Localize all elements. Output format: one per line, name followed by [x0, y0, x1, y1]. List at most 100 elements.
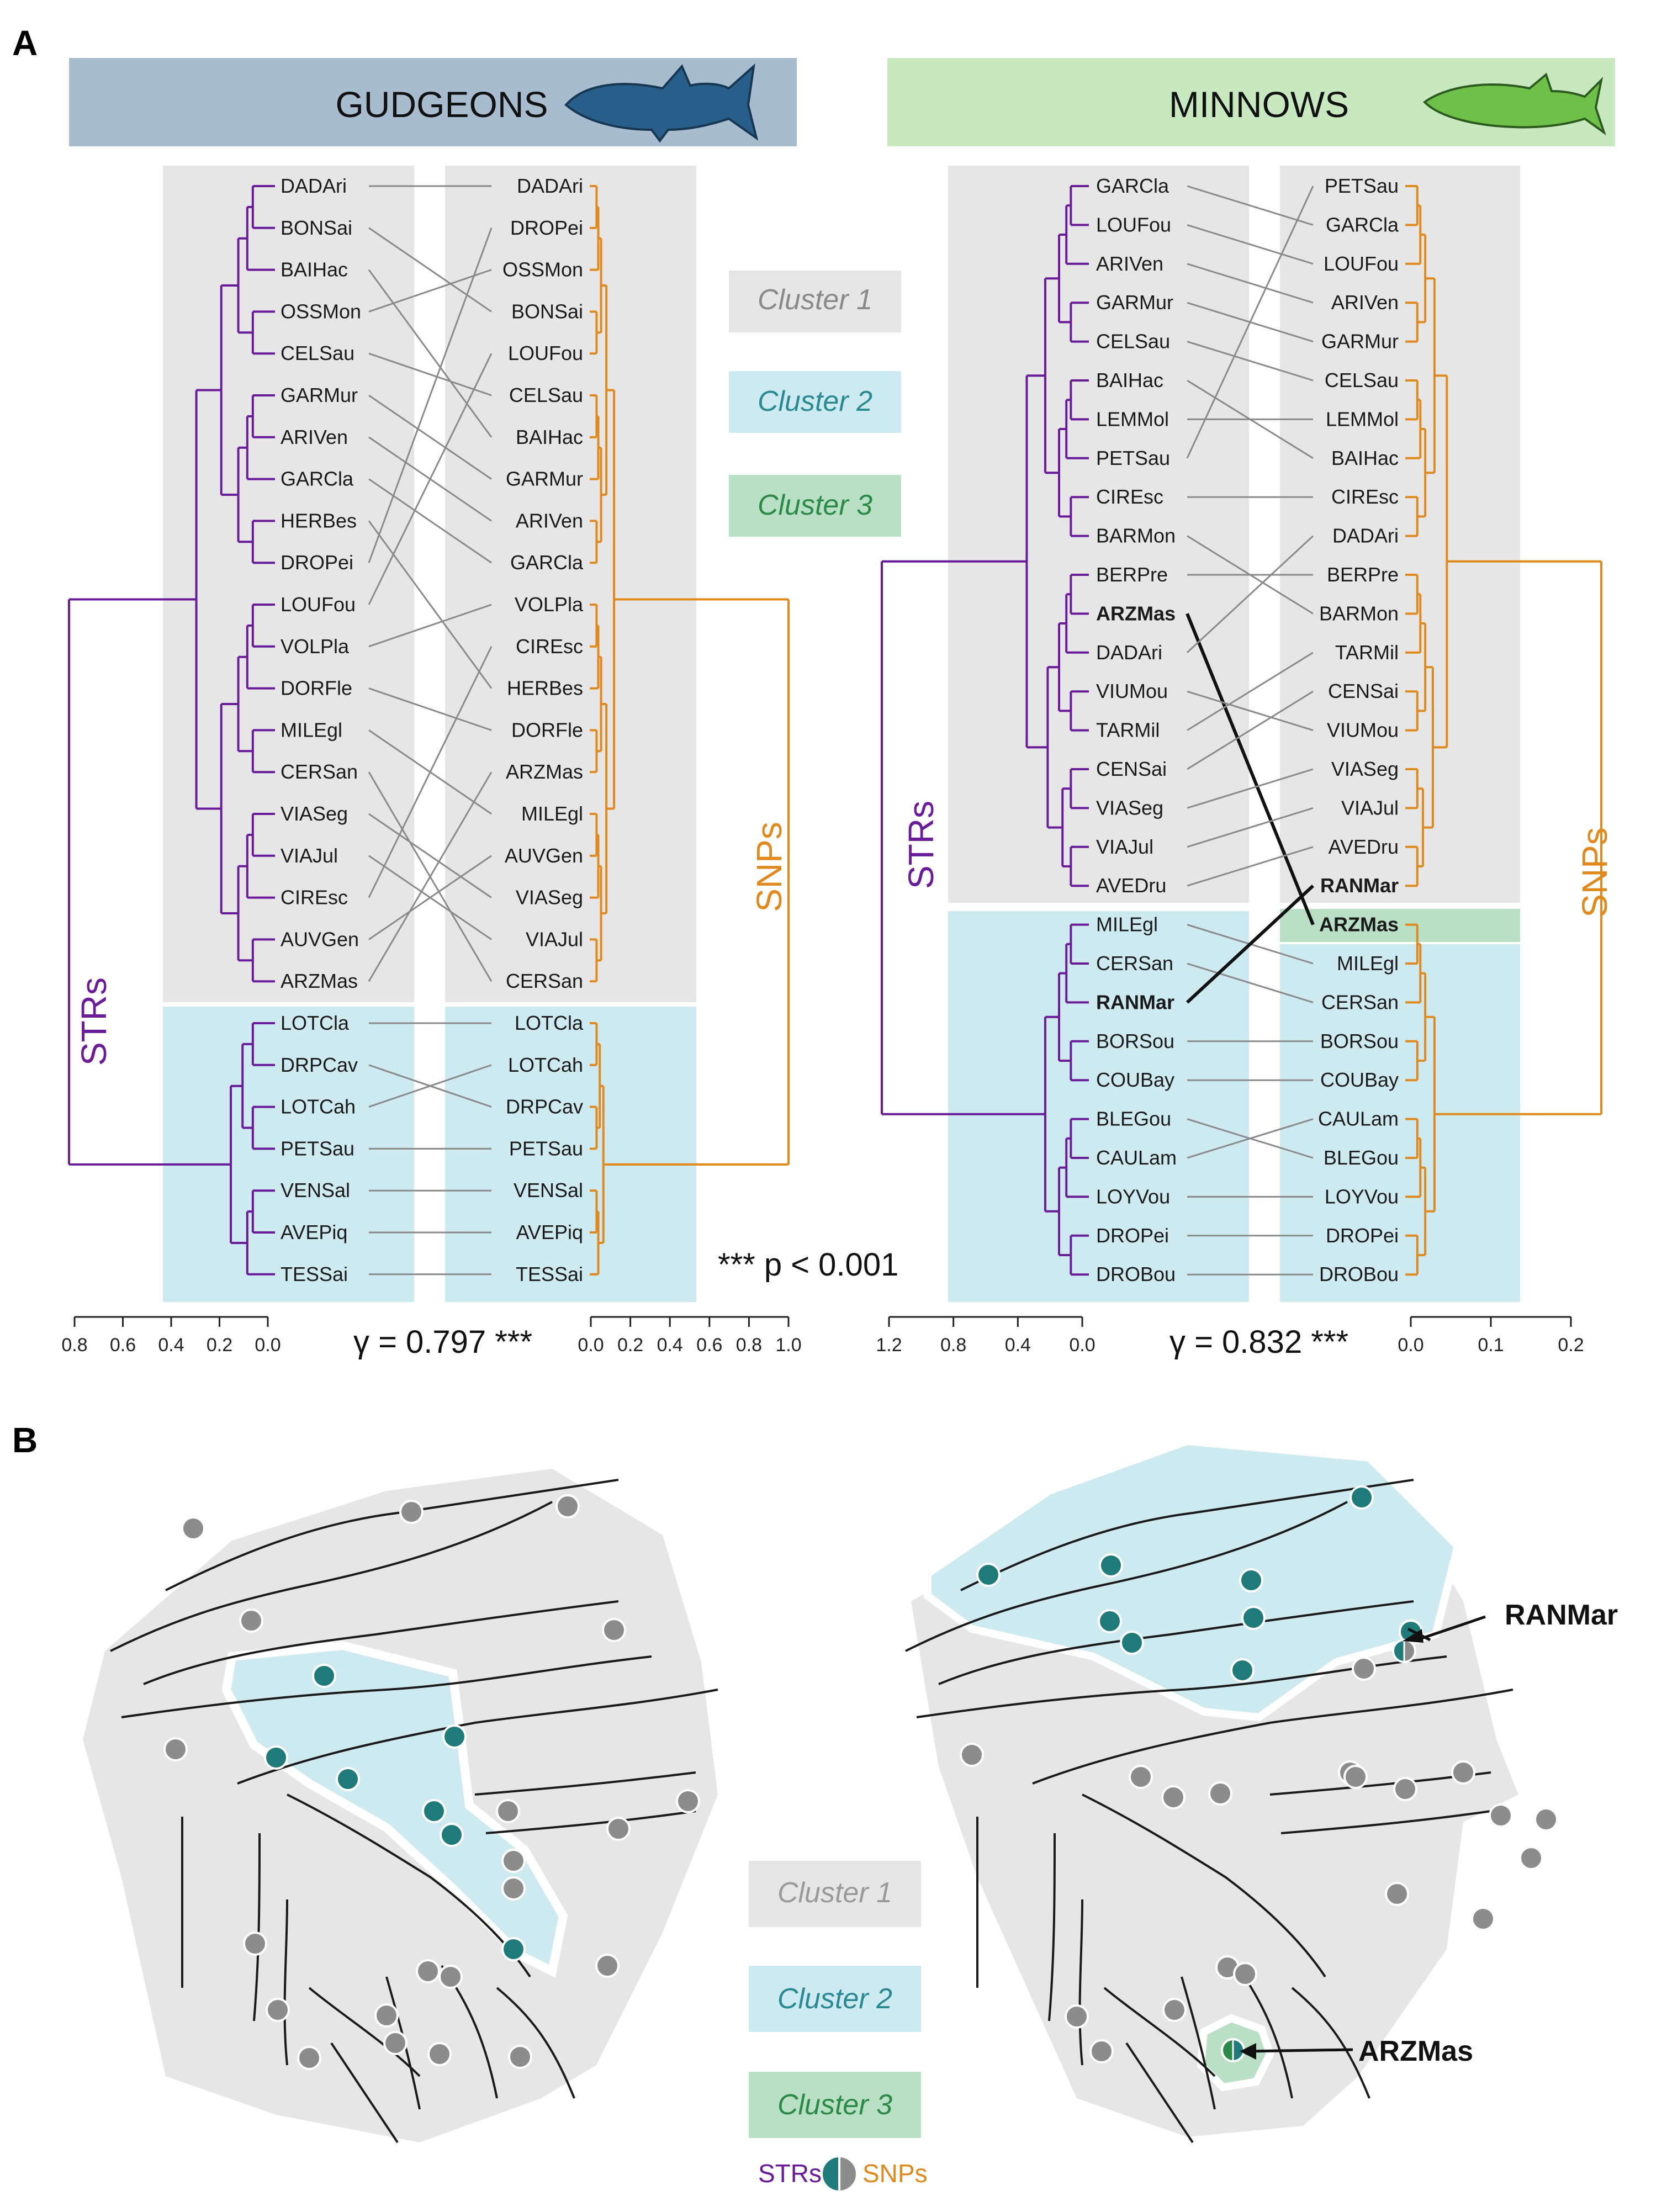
g-raxis-tick-label-0: 0.0 — [578, 1335, 604, 1356]
m-right-label-garcla: GARCla — [1326, 213, 1399, 236]
m-site-grey-6 — [1451, 1760, 1475, 1785]
g-right-label-dadari: DADAri — [517, 174, 583, 197]
map-gudgeons — [83, 1469, 718, 2144]
g-rivers-river-13 — [496, 1987, 575, 2099]
g-link-baihac — [368, 269, 493, 438]
g-map-cluster2-zone — [221, 1641, 568, 1978]
m-right-label-viaseg: VIASeg — [1331, 758, 1399, 780]
legend-cluster2-a: Cluster 2 — [758, 385, 872, 417]
g-site-grey-19 — [427, 2042, 452, 2066]
g-left-label-drpcav: DRPCav — [281, 1054, 358, 1076]
g-rivers-river-2 — [165, 1479, 619, 1591]
m-site-teal-2 — [1350, 1485, 1374, 1510]
ranmar-map-label: RANMar — [1505, 1599, 1618, 1631]
m-map-sites — [960, 1485, 1558, 2063]
m-left-label-tarmil: TARMil — [1096, 719, 1160, 742]
g-rivers-river-6 — [474, 1771, 696, 1796]
m-right-label-ranmar: RANMar — [1320, 874, 1399, 897]
m-right-label-petsau: PETSau — [1325, 174, 1399, 197]
m-link-arzmas — [1186, 613, 1315, 925]
g-link-volpla — [368, 604, 492, 648]
g-site-grey-1 — [399, 1500, 424, 1524]
g-site-grey-3 — [239, 1608, 263, 1633]
m-str-dendrogram — [881, 185, 1089, 1276]
arzmas-arrowhead — [1240, 2043, 1256, 2060]
m-left-label-arzmas: ARZMas — [1096, 602, 1176, 625]
m-right-label-arzmas: ARZMas — [1319, 913, 1399, 936]
m-link-viumou — [1187, 690, 1314, 732]
m-site-grey-17 — [1343, 1765, 1368, 1789]
marker-legend-strs: STRs — [758, 2159, 822, 2188]
m-left-label-censai: CENSai — [1096, 758, 1167, 780]
m-right-label-ciresc: CIREsc — [1331, 485, 1399, 508]
g-right-label-celsau: CELSau — [509, 384, 583, 406]
g-site-grey-9 — [501, 1849, 526, 1873]
g-link-auvgen — [368, 855, 492, 940]
g-left-label-ariven: ARIVen — [281, 426, 348, 448]
g-site-grey-16 — [297, 2046, 321, 2070]
map-minnows: RANMar ARZMas — [905, 1437, 1618, 2144]
m-left-label-garcla: GARCla — [1096, 174, 1169, 197]
g-site-grey-17 — [374, 2003, 399, 2028]
m-right-label-tarmil: TARMil — [1335, 641, 1399, 664]
m-laxis-tick-label-2: 0.4 — [1005, 1335, 1031, 1356]
m-laxis-tick-label-3: 0.0 — [1069, 1335, 1095, 1356]
m-rivers-river-14 — [1125, 2042, 1194, 2144]
g-rivers-river-1 — [143, 1600, 619, 1685]
g-left-label-vensal: VENSal — [281, 1179, 350, 1202]
g-laxis-tick-label-0: 0.8 — [61, 1335, 87, 1356]
g-right-cluster1-bg — [445, 166, 696, 1002]
g-left-label-lotcah: LOTCah — [281, 1096, 356, 1118]
g-site-grey-6 — [606, 1817, 631, 1841]
g-right-label-lotcah: LOTCah — [508, 1054, 583, 1076]
m-right-label-loyvou: LOYVou — [1325, 1185, 1399, 1208]
g-left-label-loufou: LOUFou — [281, 593, 356, 616]
legend-cluster3-b: Cluster 3 — [777, 2089, 892, 2121]
g-site-grey-10 — [595, 1954, 620, 1978]
m-rivers-river-10 — [1103, 1987, 1216, 2077]
g-right-label-ariven: ARIVen — [516, 509, 583, 532]
g-link-celsau — [368, 352, 492, 396]
g-left-label-dadari: DADAri — [281, 174, 347, 197]
g-left-label-viaseg: VIASeg — [281, 802, 348, 825]
m-link-ranmar — [1186, 884, 1315, 1004]
g-site-grey-12 — [416, 1959, 440, 1983]
m-link-caulam — [1187, 1118, 1314, 1159]
m-right-label-borsou: BORSou — [1320, 1030, 1399, 1052]
g-right-label-tessai: TESSai — [516, 1263, 583, 1285]
m-site-grey-10 — [1471, 1907, 1495, 1931]
m-right-label-drobou: DROBou — [1319, 1263, 1399, 1285]
g-site-teal-1 — [264, 1745, 288, 1770]
m-site-grey-13 — [1233, 1962, 1257, 1986]
legend-cluster3-swatch-a — [729, 475, 901, 537]
m-right-cluster2-bg — [1280, 944, 1520, 1302]
m-right-label-celsau: CELSau — [1325, 369, 1399, 391]
m-left-label-ranmar: RANMar — [1096, 991, 1174, 1013]
g-left-label-auvgen: AUVGen — [281, 928, 359, 950]
m-right-label-coubay: COUBay — [1320, 1068, 1399, 1091]
m-site-grey-18 — [1352, 1657, 1376, 1681]
g-left-label-volpla: VOLPla — [281, 635, 350, 658]
g-right-label-drpcav: DRPCav — [506, 1096, 583, 1118]
m-site-grey-9 — [1519, 1846, 1543, 1870]
g-site-grey-7 — [676, 1789, 700, 1813]
g-laxis-tick-label-4: 0.0 — [255, 1335, 281, 1356]
gudgeon-fish-icon — [564, 63, 759, 143]
g-rivers-river-7 — [485, 1810, 696, 1834]
g-right-cluster2-bg — [445, 1007, 696, 1302]
m-raxis-tick-label-0: 0.0 — [1398, 1335, 1423, 1356]
m-left-labels: GARClaLOUFouARIVenGARMurCELSauBAIHacLEMM… — [1096, 174, 1177, 1285]
arzmas-map-label: ARZMas — [1358, 2035, 1473, 2067]
m-link-viajul — [1187, 807, 1314, 848]
g-rivers-river-14 — [330, 2042, 399, 2144]
g-laxis-tick-label-3: 0.2 — [207, 1335, 232, 1356]
g-left-label-avepiq: AVEPiq — [281, 1221, 347, 1243]
m-link-cersan — [1187, 962, 1314, 1003]
g-left-label-arzmas: ARZMas — [281, 970, 358, 992]
m-right-label-ariven: ARIVen — [1331, 291, 1399, 314]
m-link-ariven — [1187, 263, 1314, 304]
m-right-label-milegl: MILEgl — [1337, 952, 1399, 975]
m-site-grey-7 — [1489, 1803, 1513, 1828]
